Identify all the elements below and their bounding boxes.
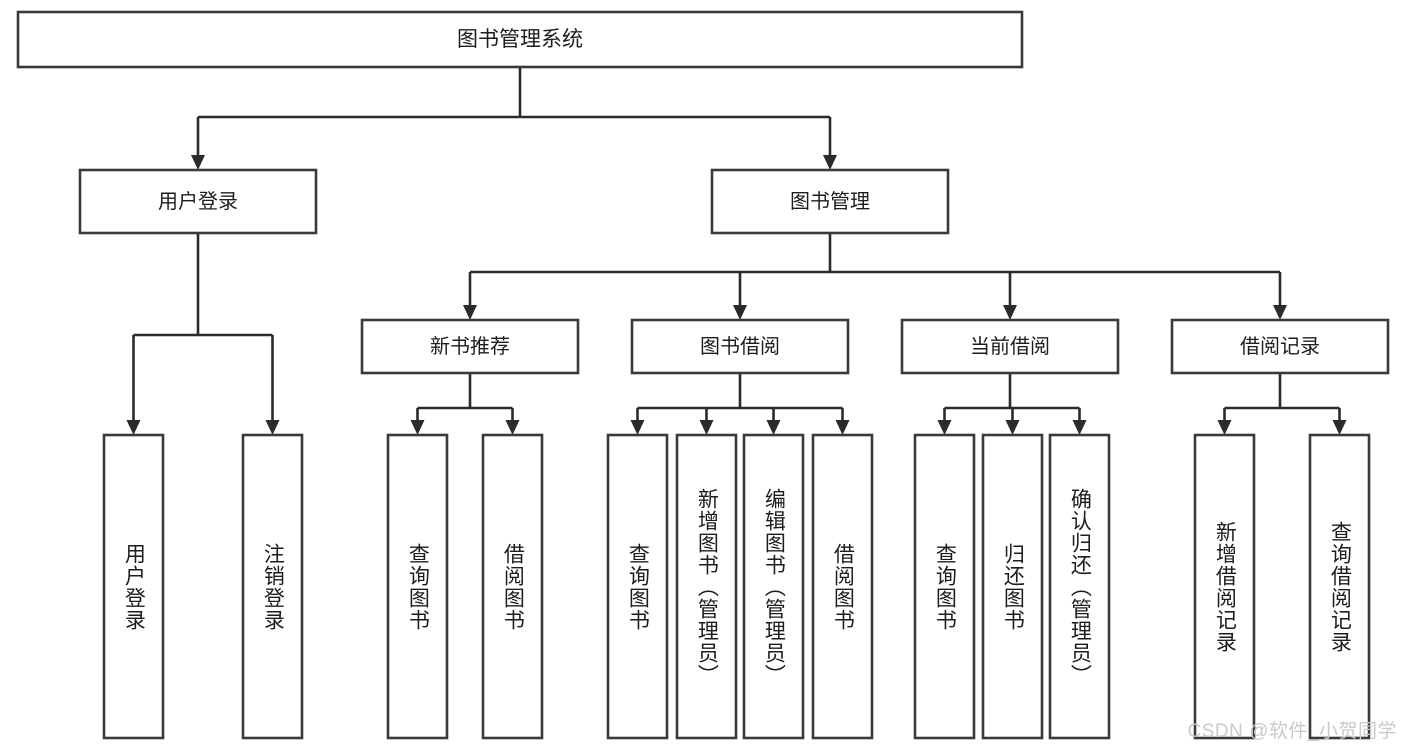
leaf-node-leaf-add-book-box[interactable] — [675, 433, 738, 740]
edge-borrow-record-to-leaf-query-record-arrowhead — [1332, 420, 1347, 435]
node-boxes — [16, 10, 1390, 740]
level2-node-book-manage-label: 图书管理 — [790, 190, 870, 213]
edge-new-book-rec-to-leaf-query-book-1-arrowhead — [410, 420, 425, 435]
edge-current-borrow-to-leaf-return-book-arrowhead — [1005, 420, 1020, 435]
level3-node-new-book-rec-box[interactable] — [360, 318, 580, 375]
level2-node-user-login-label: 用户登录 — [158, 190, 238, 213]
leaf-node-leaf-query-book-1-box[interactable] — [386, 433, 449, 740]
leaf-node-leaf-query-book-2-box[interactable] — [606, 433, 669, 740]
edge-current-borrow-to-leaf-confirm-return-arrowhead — [1072, 420, 1087, 435]
edge-book-borrow-to-leaf-query-book-2-arrowhead — [630, 420, 645, 435]
level3-node-new-book-rec-label: 新书推荐 — [430, 335, 510, 358]
edge-book-manage-to-new-book-rec-arrowhead — [463, 305, 477, 320]
leaf-node-leaf-query-book-3-box[interactable] — [913, 433, 976, 740]
level3-node-book-borrow-box[interactable] — [630, 318, 850, 375]
leaf-node-leaf-borrow-book-1-box[interactable] — [481, 433, 544, 740]
leaf-node-leaf-user-logout-box[interactable] — [241, 433, 304, 740]
level3-node-current-borrow-box[interactable] — [900, 318, 1120, 375]
edge-book-manage-to-current-borrow-arrowhead — [1003, 305, 1017, 320]
leaf-node-leaf-user-login-box[interactable] — [102, 433, 165, 740]
edge-book-borrow-to-leaf-edit-book-arrowhead — [766, 420, 781, 435]
edge-user-login-to-leaf-user-logout-arrowhead — [265, 420, 280, 435]
edge-user-login-to-leaf-user-login-arrowhead — [126, 420, 141, 435]
edge-borrow-record-to-leaf-add-record-arrowhead — [1217, 420, 1232, 435]
leaf-node-leaf-confirm-return-box[interactable] — [1048, 433, 1111, 740]
level3-node-current-borrow-label: 当前借阅 — [970, 335, 1050, 358]
edge-book-manage-to-book-borrow-arrowhead — [733, 305, 747, 320]
leaf-node-leaf-add-record-box[interactable] — [1193, 433, 1256, 740]
root-node-root-box[interactable] — [16, 10, 1024, 69]
edge-root-to-user-login-arrowhead — [191, 155, 205, 170]
edge-current-borrow-to-leaf-query-book-3-arrowhead — [937, 420, 952, 435]
edge-root-to-book-manage-arrowhead — [823, 155, 837, 170]
leaf-node-leaf-return-book-box[interactable] — [981, 433, 1044, 740]
root-node-root-label: 图书管理系统 — [457, 28, 583, 51]
level2-node-user-login-box[interactable] — [78, 168, 318, 235]
edge-new-book-rec-to-leaf-borrow-book-1-arrowhead — [505, 420, 520, 435]
csdn-watermark: CSDN @软件_小贺同学 — [1187, 721, 1397, 742]
level2-node-book-manage-box[interactable] — [710, 168, 950, 235]
level3-node-book-borrow-label: 图书借阅 — [700, 335, 780, 358]
level3-node-borrow-record-label: 借阅记录 — [1240, 335, 1320, 358]
leaf-node-leaf-query-record-box[interactable] — [1308, 433, 1371, 740]
leaf-node-leaf-edit-book-box[interactable] — [742, 433, 805, 740]
edge-book-borrow-to-leaf-borrow-book-2-arrowhead — [835, 420, 850, 435]
leaf-node-leaf-borrow-book-2-box[interactable] — [811, 433, 874, 740]
level3-node-borrow-record-box[interactable] — [1170, 318, 1390, 375]
edge-book-borrow-to-leaf-add-book-arrowhead — [699, 420, 714, 435]
edge-book-manage-to-borrow-record-arrowhead — [1273, 305, 1287, 320]
connector-lines — [126, 67, 1347, 435]
